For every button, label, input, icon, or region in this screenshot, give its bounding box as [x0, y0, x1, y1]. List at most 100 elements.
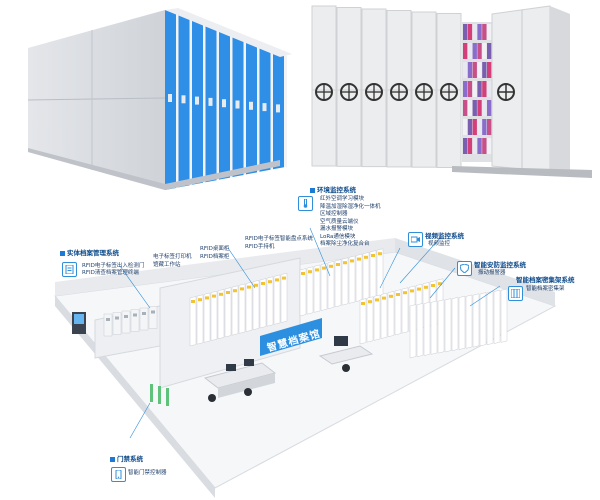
scene-shelf [306, 266, 314, 315]
binder [482, 81, 487, 97]
carriage-gap [203, 24, 206, 183]
scene-shelf [238, 283, 246, 334]
binder [467, 81, 473, 97]
rfid-cabinet [148, 306, 158, 329]
shelf-label [403, 291, 407, 295]
shelf-label [378, 252, 382, 256]
scene-shelf [327, 260, 335, 310]
binder [482, 138, 487, 154]
archive-room-scene: 智慧档案馆 实体档案管理系统 RFID电子标签出入检测门 RFID清查档案管理终… [0, 186, 600, 500]
rfid-cabinet [112, 312, 122, 335]
access-control-bullet [110, 457, 115, 462]
shelf-label [357, 257, 361, 261]
binder [487, 24, 492, 40]
video-monitor-item: 视频监控 [428, 241, 451, 247]
shelf-label [329, 264, 333, 268]
shelf-label [219, 292, 223, 296]
binder [482, 43, 487, 59]
binder [482, 100, 487, 116]
binder [463, 62, 468, 78]
access-gate [158, 386, 161, 404]
scene-shelf [259, 278, 267, 329]
scene-shelf [280, 272, 288, 323]
env-monitor-item: 降温加湿除湿净化一体机 [320, 203, 381, 210]
env-monitor-item: 红外空调学习模块 [320, 196, 365, 202]
shelf-label [212, 294, 216, 298]
access-control-item: 智能门禁控制器 [128, 470, 167, 476]
scene-shelf [409, 304, 417, 359]
video-monitor-title: 视频监控系统 [425, 232, 464, 240]
binder [463, 24, 468, 40]
security-monitor-item: 振动报警器 [478, 270, 506, 276]
document-icon [62, 262, 77, 277]
carriage-gap [284, 55, 287, 168]
scene-shelf [493, 289, 501, 344]
scene-shelf [376, 248, 384, 297]
thermometer-icon [298, 196, 313, 211]
print-station-label-1: 电子标签打印机 [153, 254, 192, 260]
scene-shelf [401, 287, 409, 334]
scene-shelf [423, 301, 431, 356]
scene-shelf [217, 288, 225, 340]
shelf-label [282, 276, 286, 280]
cabinet-panel [142, 312, 146, 315]
scene-shelf [299, 268, 307, 317]
binder [487, 62, 492, 78]
binder [472, 119, 477, 135]
scene-shelf [366, 296, 374, 343]
binder [467, 138, 473, 154]
binder [463, 119, 468, 135]
shelf-label [247, 285, 251, 289]
shelf-label [350, 259, 354, 263]
scene-shelf [369, 250, 377, 299]
scene-shelf [380, 292, 388, 339]
rfid-handheld-label-1: RFID电子标签智能盘点系统 [245, 236, 313, 242]
binder [467, 43, 473, 59]
shelf-label [431, 284, 435, 287]
shelf-label [389, 294, 393, 298]
binder [477, 24, 482, 40]
scene-shelf [416, 302, 424, 358]
binder [472, 62, 477, 78]
scene-shelf [189, 296, 197, 347]
shelf-label [315, 268, 319, 272]
binder [477, 138, 482, 154]
binder [467, 119, 473, 135]
scene-shelf [210, 290, 218, 341]
binder [472, 100, 477, 116]
shelf-label [364, 255, 368, 259]
scene-shelf [203, 292, 211, 343]
carriage-gap [257, 45, 260, 173]
cabinet-panel [151, 310, 155, 314]
dense-rack-item: 智能档案密集架 [526, 286, 565, 292]
shelf-label [375, 298, 379, 302]
carriage-gap [230, 34, 233, 178]
binder [467, 100, 473, 116]
env-monitor-item: 档案除尘净化复合台 [320, 241, 370, 247]
shelf-label [261, 282, 265, 285]
shelf-label [410, 289, 414, 293]
cabinet-panel [133, 313, 137, 317]
shelf-label [233, 289, 237, 293]
scene-shelf [245, 281, 253, 332]
rfid-cabinet [103, 313, 113, 337]
rfid-handheld-label-2: RFID手持机 [245, 244, 275, 250]
scene-shelf [362, 251, 370, 301]
binder [482, 24, 487, 40]
env-monitor-title: 环境监控系统 [317, 186, 356, 194]
camera-icon [408, 232, 423, 247]
shelf-label [396, 293, 400, 296]
archive-mgmt-item-1: RFID电子标签出入检测门 [82, 263, 145, 269]
scene-shelf [479, 292, 487, 347]
env-monitor-item: LoRa通信模块 [320, 233, 356, 240]
shelf-label [368, 300, 372, 304]
env-monitor-bullet [310, 188, 315, 193]
scene-shelf [313, 264, 321, 313]
carriage-handle [181, 95, 186, 104]
shelving-wheel-illustration [311, 5, 592, 178]
shelf-label [417, 287, 421, 291]
binder [477, 43, 482, 59]
scene-shelf [472, 293, 480, 348]
binder [482, 62, 487, 78]
carriage-handle [235, 100, 240, 109]
